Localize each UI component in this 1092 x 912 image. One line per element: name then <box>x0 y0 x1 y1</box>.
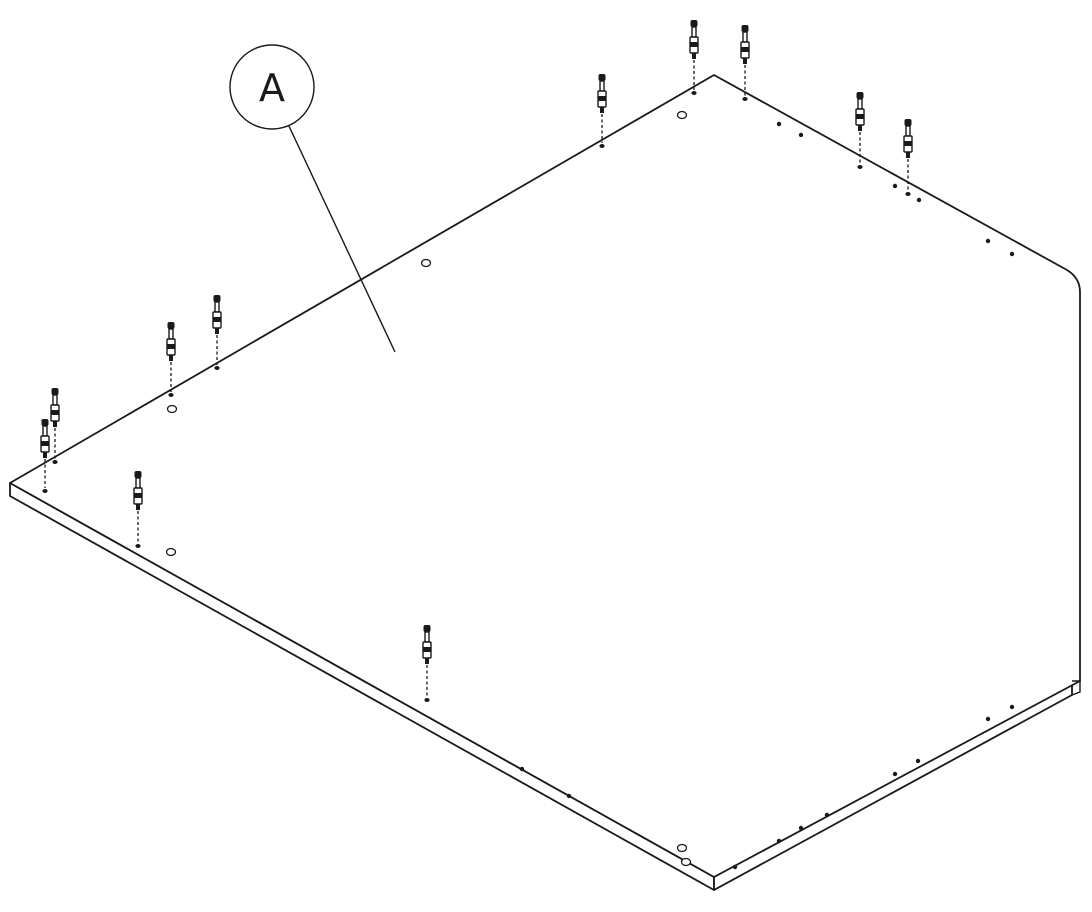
dowel-band <box>423 647 431 652</box>
dowel-pin <box>855 92 865 169</box>
dowel-band <box>904 141 912 146</box>
dowel-band <box>598 96 606 101</box>
panel-dot-hole <box>732 864 738 870</box>
dowel-tip <box>858 125 862 131</box>
hole-layer <box>165 110 1015 870</box>
dowel-neck <box>168 328 174 340</box>
target-hole <box>52 460 58 464</box>
dowel-neck <box>691 26 697 38</box>
target-hole <box>742 97 748 101</box>
dowel-head <box>904 119 912 126</box>
dowel-tip <box>425 658 429 664</box>
dowel-tip <box>906 152 910 158</box>
panel-dot-hole <box>776 121 782 127</box>
panel-dot-hole <box>1009 704 1015 710</box>
dowel-head <box>41 419 49 426</box>
dowel-head <box>134 471 142 478</box>
dowel-band <box>856 114 864 119</box>
dowel-pin <box>597 74 607 148</box>
dowel-pin <box>133 471 143 548</box>
target-hole <box>857 165 863 169</box>
panel-dot-hole <box>566 793 572 799</box>
dowel-head <box>856 92 864 99</box>
target-hole <box>168 393 174 397</box>
dowel-head <box>423 625 431 632</box>
dowel-tip <box>692 53 696 59</box>
panel-dot-hole <box>519 766 525 772</box>
callout-a: A <box>229 44 396 353</box>
dowel-band <box>167 344 175 349</box>
dowel-tip <box>600 107 604 113</box>
dowel-pin <box>212 295 222 370</box>
dowel-band <box>41 441 49 446</box>
panel-dot-hole <box>892 183 898 189</box>
panel-end-face <box>1071 680 1081 696</box>
panel-dot-hole <box>1009 251 1015 257</box>
dowel-tip <box>169 355 173 361</box>
panel-dot-hole <box>892 771 898 777</box>
target-hole <box>214 366 220 370</box>
dowel-pin <box>903 119 913 196</box>
dowel-tip <box>215 328 219 334</box>
dowel-band <box>690 42 698 47</box>
panel-dot-hole <box>798 825 804 831</box>
target-hole <box>42 489 48 493</box>
dowel-tip <box>53 421 57 427</box>
panel-hole <box>420 258 432 268</box>
callout-label: A <box>259 66 285 110</box>
dowel-neck <box>42 425 48 437</box>
dowel-pin <box>40 419 50 493</box>
panel-dot-hole <box>824 812 830 818</box>
dowel-head <box>690 20 698 27</box>
callout-circle <box>229 44 315 130</box>
dowel-neck <box>857 98 863 110</box>
dowel-band <box>741 47 749 52</box>
panel-top-surface <box>9 74 1081 878</box>
dowel-tip <box>136 504 140 510</box>
dowel-band <box>51 410 59 415</box>
dowel-head <box>598 74 606 81</box>
dowel-neck <box>135 477 141 489</box>
dowel-pin <box>166 322 176 397</box>
panel-hole <box>165 547 177 557</box>
panel-dot-hole <box>798 132 804 138</box>
callout-leader <box>287 123 396 353</box>
dowel-head <box>51 388 59 395</box>
dowel-pin <box>689 20 699 95</box>
dowel-neck <box>905 125 911 137</box>
target-hole <box>424 698 430 702</box>
target-hole <box>135 544 141 548</box>
dowel-neck <box>52 394 58 406</box>
dowel-band <box>134 493 142 498</box>
dowel-neck <box>742 31 748 43</box>
dowel-pin <box>422 625 432 702</box>
dowel-band <box>213 317 221 322</box>
dowel-neck <box>214 301 220 313</box>
panel-hole <box>676 110 688 120</box>
dowel-head <box>213 295 221 302</box>
panel-hole <box>166 404 178 414</box>
dowel-layer <box>40 20 913 702</box>
target-hole <box>599 144 605 148</box>
dowel-pin <box>50 388 60 464</box>
dowel-tip <box>743 58 747 64</box>
panel-hole <box>676 843 688 853</box>
panel-dot-hole <box>776 838 782 844</box>
panel-board <box>9 74 1081 891</box>
dowel-head <box>167 322 175 329</box>
target-hole <box>905 192 911 196</box>
dowel-neck <box>599 80 605 92</box>
dowel-neck <box>424 631 430 643</box>
target-hole <box>691 91 697 95</box>
panel-dot-hole <box>985 238 991 244</box>
dowel-tip <box>43 452 47 458</box>
panel-dot-hole <box>985 716 991 722</box>
panel-dot-hole <box>915 758 921 764</box>
dowel-pin <box>740 25 750 101</box>
dowel-head <box>741 25 749 32</box>
panel-hole <box>680 857 692 867</box>
panel-dot-hole <box>916 197 922 203</box>
